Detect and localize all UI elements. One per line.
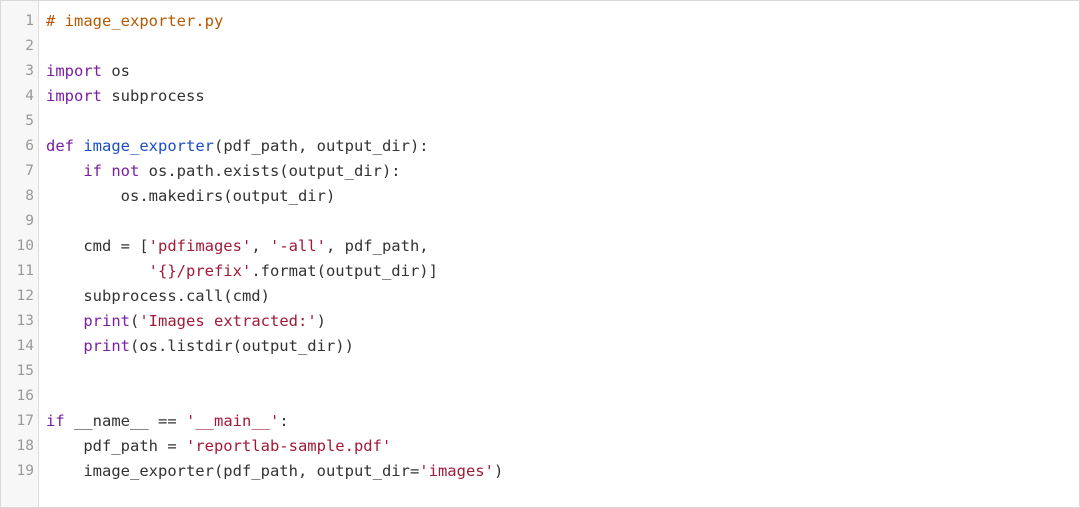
code-text: def image_exporter(pdf_path, output_dir)… <box>46 134 429 159</box>
code-line[interactable]: 3 import os <box>1 59 1079 84</box>
line-number: 11 <box>16 263 34 279</box>
line-number: 18 <box>16 438 34 454</box>
code-token: image_exporter(pdf_path, output_dir= <box>46 462 420 480</box>
code-token: image_exporter <box>83 137 214 155</box>
code-token <box>46 312 83 330</box>
code-text: # image_exporter.py <box>46 9 223 34</box>
code-token: 'pdfimages' <box>148 237 252 255</box>
line-number: 8 <box>25 188 34 204</box>
code-lines: 1 # image_exporter.py 2 3 import os 4 import s… <box>1 9 1079 484</box>
code-token: (os.listdir(output_dir)) <box>130 337 354 355</box>
code-token: subprocess <box>102 87 205 105</box>
line-number: 2 <box>25 38 34 54</box>
code-token: import <box>46 62 102 80</box>
code-line[interactable]: 19 image_exporter(pdf_path, output_dir='… <box>1 459 1079 484</box>
line-number: 10 <box>16 238 34 254</box>
code-token: if not <box>83 162 140 180</box>
code-line[interactable]: 12 subprocess.call(cmd) <box>1 284 1079 309</box>
code-text: print(os.listdir(output_dir)) <box>46 334 354 359</box>
code-text: import subprocess <box>46 84 205 109</box>
line-number-gutter <box>1 1 39 507</box>
code-line[interactable]: 15 <box>1 359 1079 384</box>
code-line[interactable]: 13 print('Images extracted:') <box>1 309 1079 334</box>
line-number: 9 <box>25 213 34 229</box>
code-token: cmd = [ <box>46 237 149 255</box>
line-number: 17 <box>16 413 34 429</box>
code-text: pdf_path = 'reportlab-sample.pdf' <box>46 434 391 459</box>
code-line[interactable]: 1 # image_exporter.py <box>1 9 1079 34</box>
code-token: def <box>46 137 74 155</box>
line-number: 16 <box>16 388 34 404</box>
code-token: os.makedirs(output_dir) <box>46 187 336 205</box>
code-line[interactable]: 5 <box>1 109 1079 134</box>
line-number: 14 <box>16 338 34 354</box>
code-token: print <box>83 337 130 355</box>
code-text: '{}/prefix'.format(output_dir)] <box>46 259 438 284</box>
line-number: 12 <box>16 288 34 304</box>
code-token: os <box>102 62 130 80</box>
code-token: os.path.exists(output_dir): <box>139 162 401 180</box>
line-number: 15 <box>16 363 34 379</box>
code-line[interactable]: 14 print(os.listdir(output_dir)) <box>1 334 1079 359</box>
line-number: 3 <box>25 63 34 79</box>
code-token: __name__ == <box>64 412 186 430</box>
code-line[interactable]: 6 def image_exporter(pdf_path, output_dir… <box>1 134 1079 159</box>
code-token: .format(output_dir)] <box>251 262 438 280</box>
code-token: , <box>251 237 270 255</box>
code-token: '{}/prefix' <box>148 262 252 280</box>
code-token: 'images' <box>419 462 494 480</box>
line-number: 13 <box>16 313 34 329</box>
code-text: cmd = ['pdfimages', '-all', pdf_path, <box>46 234 429 259</box>
code-line[interactable]: 18 pdf_path = 'reportlab-sample.pdf' <box>1 434 1079 459</box>
code-text: if __name__ == '__main__': <box>46 409 289 434</box>
code-line[interactable]: 11 '{}/prefix'.format(output_dir)] <box>1 259 1079 284</box>
line-number: 4 <box>25 88 34 104</box>
code-text: os.makedirs(output_dir) <box>46 184 336 209</box>
code-token: print <box>83 312 130 330</box>
code-text: print('Images extracted:') <box>46 309 326 334</box>
code-token: ) <box>493 462 504 480</box>
code-token: ) <box>316 312 326 330</box>
code-line[interactable]: 4 import subprocess <box>1 84 1079 109</box>
code-text: subprocess.call(cmd) <box>46 284 270 309</box>
code-line[interactable]: 9 <box>1 209 1079 234</box>
code-token: subprocess.call(cmd) <box>46 287 270 305</box>
code-line[interactable]: 8 os.makedirs(output_dir) <box>1 184 1079 209</box>
line-number: 6 <box>25 138 34 154</box>
code-token: , pdf_path, <box>325 237 429 255</box>
line-number: 7 <box>25 163 34 179</box>
code-token: pdf_path = <box>46 437 186 455</box>
code-line[interactable]: 7 if not os.path.exists(output_dir): <box>1 159 1079 184</box>
code-line[interactable]: 2 <box>1 34 1079 59</box>
code-token <box>46 162 83 180</box>
code-token: '__main__' <box>186 412 280 430</box>
code-token <box>74 137 83 155</box>
code-token: 'Images extracted:' <box>139 312 317 330</box>
code-token: : <box>279 412 289 430</box>
code-token: import <box>46 87 102 105</box>
code-token: # image_exporter.py <box>46 12 224 30</box>
line-number: 19 <box>16 463 34 479</box>
line-number: 1 <box>25 13 34 29</box>
code-token <box>46 262 149 280</box>
code-token: '-all' <box>269 237 326 255</box>
code-token: (pdf_path, output_dir): <box>214 137 429 155</box>
code-text: if not os.path.exists(output_dir): <box>46 159 401 184</box>
code-line[interactable]: 10 cmd = ['pdfimages', '-all', pdf_path, <box>1 234 1079 259</box>
code-token <box>46 337 83 355</box>
line-number: 5 <box>25 113 34 129</box>
code-line[interactable]: 17 if __name__ == '__main__': <box>1 409 1079 434</box>
code-token: if <box>46 412 65 430</box>
code-line[interactable]: 16 <box>1 384 1079 409</box>
code-text: import os <box>46 59 130 84</box>
code-token: ( <box>130 312 140 330</box>
code-text: image_exporter(pdf_path, output_dir='ima… <box>46 459 503 484</box>
code-token: 'reportlab-sample.pdf' <box>185 437 392 455</box>
